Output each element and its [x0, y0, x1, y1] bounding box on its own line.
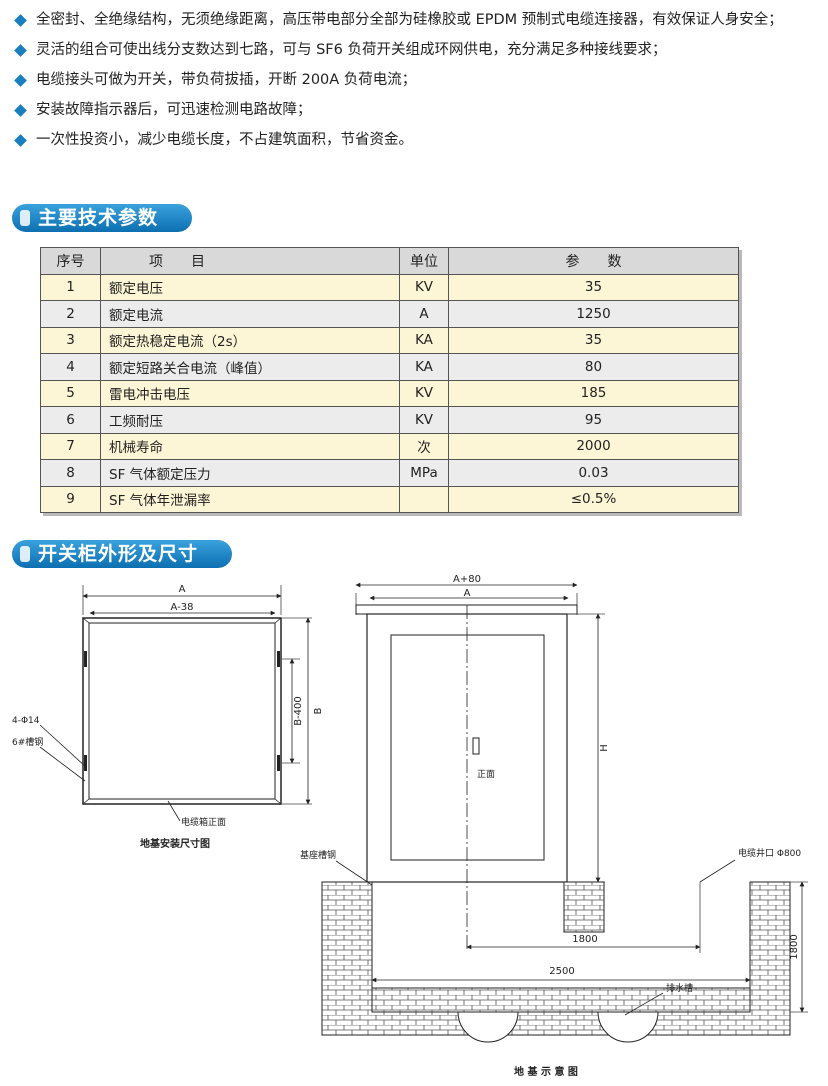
- dimension-drawings: A A-38 B-400 B 4-Φ14 6#槽钢 电缆箱正面 地基安装尺寸图: [12, 575, 808, 1078]
- foundation-install-drawing: A A-38 B-400 B 4-Φ14 6#槽钢 电缆箱正面 地基安装尺寸图: [12, 584, 324, 850]
- foundation-install-caption: 地基安装尺寸图: [140, 837, 210, 850]
- diamond-bullet-icon: [14, 44, 27, 57]
- section-title-params: 主要技术参数: [12, 204, 193, 232]
- cabinet-roof: [355, 604, 578, 615]
- table-header-row: 序号 项 目 单位 参 数: [40, 247, 739, 275]
- cell-unit: KV: [399, 406, 449, 434]
- cell-item: SF 气体年泄漏率: [100, 485, 400, 513]
- diamond-bullet-icon: [14, 104, 27, 117]
- cabinet-door: [390, 634, 545, 861]
- cell-item: 雷电冲击电压: [100, 379, 400, 407]
- dim-a38-label: A-38: [171, 602, 194, 613]
- cell-no: 6: [40, 406, 101, 434]
- feature-item: 灵活的组合可使出线分支数达到七路，可与 SF6 负荷开关组成环网供电，充分满足多…: [10, 38, 820, 62]
- cell-no: 2: [40, 300, 101, 328]
- cell-unit: [399, 485, 449, 513]
- cell-no: 7: [40, 432, 101, 460]
- cell-unit: 次: [399, 432, 449, 460]
- dim-b-label: B: [313, 707, 324, 714]
- dim-1800-width-label: 1800: [572, 934, 597, 945]
- cell-item: 工频耐压: [100, 406, 400, 434]
- feature-item: 一次性投资小，减少电缆长度，不占建筑面积，节省资金。: [10, 128, 820, 152]
- dim-a-label: A: [179, 584, 186, 595]
- drain-channel-left: [457, 1011, 519, 1043]
- cell-no: 8: [40, 459, 101, 487]
- drain-channel-label: 排水槽: [666, 982, 693, 994]
- holes-label: 4-Φ14: [12, 716, 40, 726]
- cell-unit: KA: [399, 326, 449, 354]
- cell-value: 185: [448, 379, 739, 407]
- cell-unit: KV: [399, 273, 449, 301]
- cell-no: 3: [40, 326, 101, 354]
- cell-item: 机械寿命: [100, 432, 400, 460]
- cell-item: 额定电流: [100, 300, 400, 328]
- cell-no: 4: [40, 353, 101, 381]
- dim-a-label-right: A: [464, 588, 471, 599]
- section-title-dimensions: 开关柜外形及尺寸: [12, 540, 233, 568]
- feature-list: 全密封、全绝缘结构，无须绝缘距离，高压带电部分全部为硅橡胶或 EPDM 预制式电…: [10, 8, 820, 158]
- dim-b400-label: B-400: [293, 696, 304, 726]
- cell-value: ≤0.5%: [448, 485, 739, 513]
- front-label: 正面: [477, 769, 495, 780]
- cell-unit: A: [399, 300, 449, 328]
- col-header-unit: 单位: [399, 247, 449, 275]
- feature-item: 全密封、全绝缘结构，无须绝缘距离，高压带电部分全部为硅橡胶或 EPDM 预制式电…: [10, 8, 820, 32]
- dim-1800-height-label: 1800: [789, 934, 800, 959]
- diamond-bullet-icon: [14, 74, 27, 87]
- dim-h-label: H: [599, 744, 610, 752]
- cell-no: 5: [40, 379, 101, 407]
- foundation-schematic-caption: 地 基 示 意 图: [514, 1065, 578, 1078]
- cell-value: 1250: [448, 300, 739, 328]
- cell-unit: KV: [399, 379, 449, 407]
- door-handle-icon: [472, 737, 480, 755]
- foundation-schematic-drawing: A+80 A 正面 H 基座槽钢 电缆井口 Φ800 1800 2500 180…: [300, 575, 808, 1078]
- dim-2500-label: 2500: [549, 966, 574, 977]
- cell-value: 35: [448, 273, 739, 301]
- col-header-item: 项 目: [100, 247, 400, 275]
- cell-item: SF 气体额定压力: [100, 459, 400, 487]
- channel-steel-inner: [88, 622, 276, 800]
- cell-value: 2000: [448, 432, 739, 460]
- diamond-bullet-icon: [14, 14, 27, 27]
- base-channel-label: 基座槽钢: [300, 849, 336, 861]
- dim-a80-label: A+80: [453, 575, 481, 585]
- foundation-frame: [82, 617, 282, 805]
- col-header-value: 参 数: [448, 247, 739, 275]
- cell-item: 额定电压: [100, 273, 400, 301]
- feature-item: 安装故障指示器后，可迅速检测电路故障；: [10, 98, 820, 122]
- channel-steel-label: 6#槽钢: [12, 736, 43, 748]
- cable-well-label: 电缆井口 Φ800: [738, 847, 801, 859]
- cell-no: 1: [40, 273, 101, 301]
- cell-value: 95: [448, 406, 739, 434]
- cell-item: 额定短路关合电流（峰值）: [100, 353, 400, 381]
- feature-item: 电缆接头可做为开关，带负荷拔插，开断 200A 负荷电流；: [10, 68, 820, 92]
- diamond-bullet-icon: [14, 134, 27, 147]
- col-header-no: 序号: [40, 247, 101, 275]
- cable-box-front-label: 电缆箱正面: [181, 816, 226, 828]
- cable-well-wall: [563, 881, 605, 933]
- cell-unit: MPa: [399, 459, 449, 487]
- cell-unit: KA: [399, 353, 449, 381]
- cell-no: 9: [40, 485, 101, 513]
- cell-value: 0.03: [448, 459, 739, 487]
- cell-value: 80: [448, 353, 739, 381]
- cell-value: 35: [448, 326, 739, 354]
- drain-channel-right: [597, 1011, 659, 1043]
- cell-item: 额定热稳定电流（2s）: [100, 326, 400, 354]
